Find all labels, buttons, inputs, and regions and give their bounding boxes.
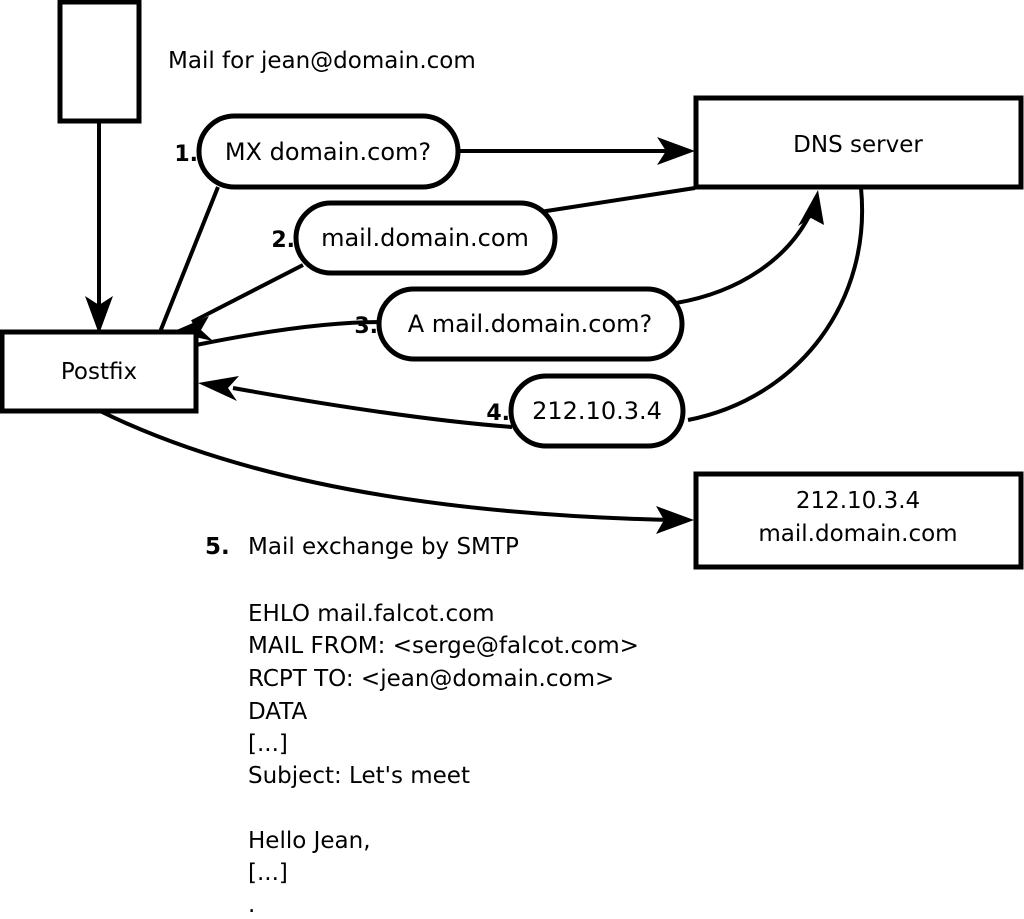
step-1-bubble[interactable]: MX domain.com?: [196, 113, 461, 190]
edge-dns-to-bubble4: [687, 187, 865, 422]
postfix-box-label: Postfix: [61, 359, 137, 385]
smtp-line-8: [...]: [248, 860, 288, 886]
step-2-number: 2.: [271, 228, 295, 253]
step-5-label: Mail exchange by SMTP: [248, 534, 519, 560]
step-1-label: MX domain.com?: [225, 138, 431, 166]
smtp-line-7: Hello Jean,: [248, 828, 371, 854]
client-box[interactable]: [57, 0, 142, 124]
smtp-line-2: RCPT TO: <jean@domain.com>: [248, 666, 614, 692]
postfix-box[interactable]: Postfix: [0, 329, 199, 414]
edge-dns-to-bubble2: [539, 186, 696, 214]
smtp-line-0: EHLO mail.falcot.com: [248, 601, 495, 627]
smtp-transcript: EHLO mail.falcot.com MAIL FROM: <serge@f…: [248, 601, 639, 918]
smtp-line-5: Subject: Let's meet: [248, 763, 470, 789]
edge-bubble4-to-postfix: [198, 376, 513, 429]
mail-server-box[interactable]: 212.10.3.4 mail.domain.com: [693, 471, 1024, 570]
edge-postfix-to-bubble1: [158, 186, 220, 333]
mail-server-box-ip: 212.10.3.4: [796, 488, 920, 514]
smtp-line-3: DATA: [248, 699, 308, 725]
edge-bubble1-to-dns: [458, 137, 695, 165]
step-4-label: 212.10.3.4: [532, 397, 662, 425]
edge-client-to-postfix: [85, 122, 113, 334]
step-5-number: 5.: [205, 534, 230, 560]
step-4-number: 4.: [486, 401, 510, 426]
step-4-bubble[interactable]: 212.10.3.4: [508, 373, 686, 449]
smtp-line-4: [...]: [248, 731, 288, 757]
edge-bubble3-to-dns: [675, 190, 824, 305]
step-3-bubble[interactable]: A mail.domain.com?: [376, 286, 685, 362]
step-2-label: mail.domain.com: [321, 224, 529, 252]
step-3-label: A mail.domain.com?: [408, 310, 653, 338]
edge-bubble2-to-postfix: [172, 263, 304, 341]
edge-postfix-to-mailserver: [99, 409, 694, 534]
step-2-bubble[interactable]: mail.domain.com: [293, 200, 558, 276]
mail-server-box-hostname: mail.domain.com: [758, 521, 957, 547]
step-3-number: 3.: [354, 314, 378, 339]
smtp-line-1: MAIL FROM: <serge@falcot.com>: [248, 633, 639, 659]
dns-server-box[interactable]: DNS server: [693, 95, 1024, 190]
step-1-number: 1.: [174, 142, 198, 167]
edge-postfix-to-bubble3: [195, 320, 381, 347]
dns-server-box-label: DNS server: [793, 132, 923, 158]
smtp-line-9: .: [248, 892, 255, 918]
mail-for-caption: Mail for jean@domain.com: [168, 48, 476, 74]
